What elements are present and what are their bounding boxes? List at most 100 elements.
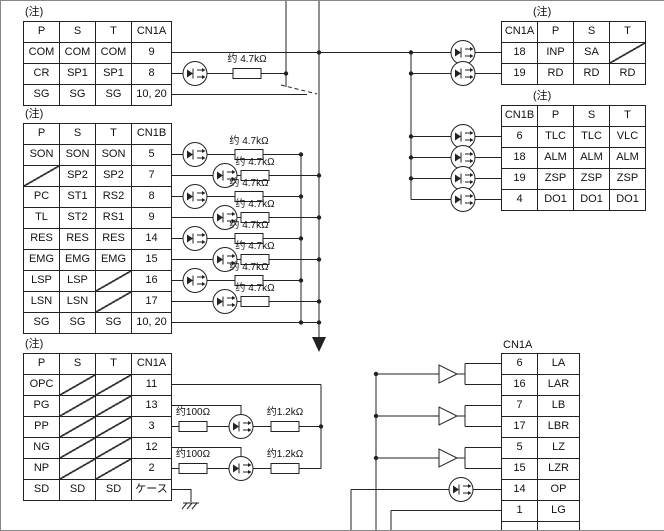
table-cell: 7 [502, 396, 538, 417]
resistor-value-label: 约100Ω [176, 447, 211, 460]
table-cell: SD [96, 480, 132, 501]
table-cell: 15 [502, 459, 538, 480]
table-header-cell: CN1A [132, 22, 172, 43]
resistor-value-label: 约1.2kΩ [267, 447, 304, 460]
table-cell: 9 [132, 43, 172, 64]
wires-layer [171, 1, 501, 530]
table-cell: EMG [96, 250, 132, 271]
table-cell: CR [24, 64, 60, 85]
line-driver-icon [438, 406, 458, 426]
table-cell: LSP [24, 271, 60, 292]
table-cell: ALM [610, 148, 646, 169]
table-cell: RES [60, 229, 96, 250]
table-cell: 8 [132, 187, 172, 208]
table-cell [538, 522, 580, 530]
table-header-cell: P [24, 22, 60, 43]
resistor-icon [178, 421, 208, 432]
table-cell [60, 375, 96, 396]
optocoupler-icon [182, 142, 208, 167]
table-cell: SG [96, 313, 132, 334]
table-cell: RD [538, 64, 574, 85]
optocoupler-icon [450, 124, 476, 149]
table-cell: RD [610, 64, 646, 85]
table-cell: 8 [132, 64, 172, 85]
table-cell: RD [574, 64, 610, 85]
table-cell [96, 459, 132, 480]
table-cell: LSN [60, 292, 96, 313]
table-cell: 2 [132, 459, 172, 480]
table-header-cell: P [24, 124, 60, 145]
table-cell: PC [24, 187, 60, 208]
wire-encoder-block [350, 363, 501, 530]
junction-dots [283, 50, 414, 461]
table-cell: 18 [502, 148, 538, 169]
line-driver-icon [438, 364, 458, 384]
table-cell: 15 [132, 250, 172, 271]
resistor-value-label: 约 4.7kΩ [235, 155, 275, 168]
table-cell: TL [24, 208, 60, 229]
table-cell: SP1 [96, 64, 132, 85]
table-cell: SP1 [60, 64, 96, 85]
optocoupler-icon [450, 166, 476, 191]
table-header-cell: CN1A [502, 22, 538, 43]
table-cell: COM [24, 43, 60, 64]
optocoupler-icon [182, 226, 208, 251]
resistor-icon [270, 463, 300, 474]
optocoupler-icon [182, 268, 208, 293]
table-cell: SD [60, 480, 96, 501]
optocouplers [182, 40, 476, 502]
table-header-cell: P [538, 106, 574, 127]
table-cell: COM [60, 43, 96, 64]
table-header-cell: S [60, 22, 96, 43]
table-header-cell: CN1B [502, 106, 538, 127]
table-row [502, 522, 580, 530]
resistor-icon [270, 421, 300, 432]
table-cell: 17 [502, 417, 538, 438]
optocoupler-icon [450, 187, 476, 212]
table-cell: 9 [132, 208, 172, 229]
note-label: (注) [533, 6, 552, 18]
cable-break-dashes [280, 84, 318, 95]
table-cell [96, 375, 132, 396]
resistor-value-label: 约 4.7kΩ [229, 176, 269, 189]
table-cell: VLC [610, 127, 646, 148]
wire-mid-block [171, 154, 319, 323]
table-header-cell: T [610, 22, 646, 43]
table-cell: 10, 20 [132, 313, 172, 334]
resistor-value-label: 约1.2kΩ [267, 405, 304, 418]
table-cell [502, 522, 538, 530]
table-cell: SG [96, 85, 132, 106]
table-cell: RES [96, 229, 132, 250]
table-cell: RS1 [96, 208, 132, 229]
table-cell: ST1 [60, 187, 96, 208]
table-cell [24, 166, 60, 187]
note-label: (注) [25, 108, 44, 120]
table-cell: SA [574, 43, 610, 64]
table-cell: SON [96, 145, 132, 166]
optocoupler-icon [182, 184, 208, 209]
table-cell: ケース [132, 480, 172, 501]
table-cell [96, 438, 132, 459]
table-cell: ALM [538, 148, 574, 169]
encoder-pin-table-partial-row [501, 521, 580, 530]
table-cell: 11 [132, 375, 172, 396]
table-cell: 14 [502, 480, 538, 501]
